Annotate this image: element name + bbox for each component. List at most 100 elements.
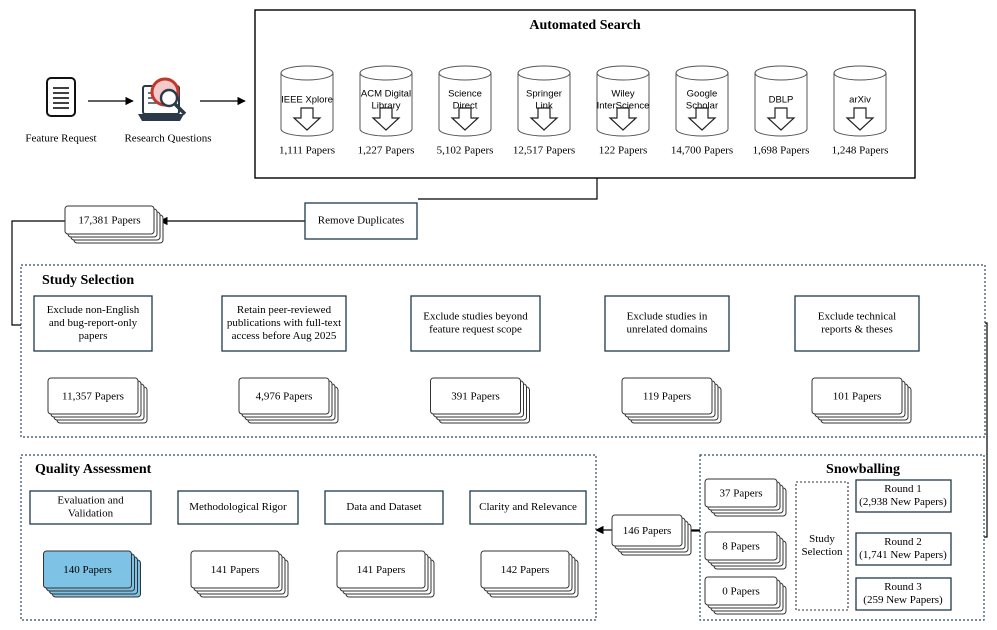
quality-step-label: Methodological Rigor	[189, 501, 287, 513]
paper-count-label: 4,976 Papers	[256, 391, 313, 403]
database-icon	[833, 65, 887, 81]
study-selection-step	[410, 295, 541, 352]
quality-step-box	[29, 490, 152, 525]
study-selection-step	[794, 295, 920, 352]
paper-sheet	[43, 550, 132, 589]
quality-assessment-title: Quality Assessment	[35, 462, 152, 477]
step-label: reports & theses	[821, 324, 892, 336]
quality-step-label: Data and Dataset	[346, 501, 421, 513]
database-icon	[754, 73, 808, 137]
source-paper-count: 1,248 Papers	[832, 145, 889, 157]
research-icon	[138, 114, 184, 121]
paper-sheet	[47, 377, 139, 415]
round-label: Round 1	[884, 483, 922, 495]
down-arrow-icon	[450, 107, 480, 131]
down-arrow-icon	[292, 107, 322, 131]
database-icon	[754, 65, 808, 81]
paper-stack	[811, 377, 912, 424]
remove-duplicates-box	[304, 202, 418, 240]
source-name: ACM Digital	[361, 89, 411, 100]
paper-stack	[704, 531, 787, 570]
down-arrow-icon	[845, 107, 875, 131]
paper-sheet	[430, 377, 521, 415]
round-label: (259 New Papers)	[863, 594, 943, 606]
paper-stack	[704, 576, 787, 615]
database-icon	[596, 73, 650, 137]
source-name: Link	[535, 101, 553, 112]
database-icon	[438, 65, 492, 81]
step-label: papers	[79, 330, 108, 342]
database-icon	[675, 65, 729, 81]
paper-stack	[480, 550, 579, 598]
source-paper-count: 12,517 Papers	[513, 145, 575, 157]
study-selection-vertical-box	[795, 481, 849, 611]
round-label: (1,741 New Papers)	[859, 549, 947, 561]
paper-count-label: 17,381 Papers	[78, 215, 140, 227]
study-selection-step	[33, 295, 153, 352]
step-label: and bug-report-only	[49, 317, 138, 329]
quality-step-label: Evaluation and	[57, 495, 124, 507]
paper-sheet	[704, 531, 778, 561]
paper-count-label: 101 Papers	[833, 391, 882, 403]
paper-stack	[190, 550, 289, 598]
database-icon	[280, 73, 334, 137]
paper-stack	[621, 377, 722, 424]
paper-count-label: 11,357 Papers	[62, 391, 124, 403]
database-icon	[280, 65, 334, 81]
snowballing-round-box	[855, 577, 952, 611]
step-label: feature request scope	[429, 324, 522, 336]
source-name: arXiv	[849, 95, 871, 106]
research-questions-label: Research Questions	[124, 133, 211, 145]
study-selection-step	[221, 295, 347, 352]
step-label: Exclude technical	[818, 311, 897, 323]
step-label: publications with full-text	[227, 317, 341, 329]
paper-count-label: 119 Papers	[643, 391, 691, 403]
quality-step-label: Clarity and Relevance	[479, 501, 577, 513]
paper-stack-146	[611, 514, 692, 556]
study-selection-step	[604, 295, 730, 352]
final-paper-stack	[43, 550, 141, 598]
down-arrow-icon	[766, 107, 796, 131]
step-label: Retain peer-reviewed	[237, 304, 332, 316]
automated-search-title: Automated Search	[529, 18, 641, 33]
source-name: Library	[371, 101, 400, 112]
step-label: unrelated domains	[627, 324, 708, 336]
source-name: Science	[448, 89, 482, 100]
paper-sheet	[611, 514, 683, 547]
paper-count-label: 0 Papers	[722, 586, 760, 598]
paper-stack	[47, 377, 148, 424]
paper-sheet	[336, 550, 426, 589]
source-name: DBLP	[769, 95, 794, 106]
paper-sheet	[64, 205, 155, 235]
document-icon	[46, 77, 76, 117]
database-icon	[596, 65, 650, 81]
snowballing-title: Snowballing	[826, 462, 900, 477]
source-paper-count: 1,227 Papers	[358, 145, 415, 157]
source-name: Wiley	[611, 89, 634, 100]
database-icon	[359, 73, 413, 137]
snowballing-round-box	[855, 532, 952, 566]
paper-stack	[238, 377, 339, 424]
feature-request-label: Feature Request	[25, 133, 96, 145]
study-selection-label: Study	[809, 533, 835, 545]
paper-count-label: 391 Papers	[451, 391, 500, 403]
source-name: Direct	[453, 101, 478, 112]
step-label: Exclude studies beyond	[423, 311, 528, 323]
paper-count-label: 8 Papers	[722, 541, 760, 553]
paper-stack	[704, 478, 787, 517]
round-label: Round 3	[884, 581, 922, 593]
source-name: Google	[687, 89, 718, 100]
study-selection-title: Study Selection	[42, 273, 134, 288]
arrow-search-to-dedup	[418, 178, 598, 200]
down-arrow-icon	[529, 107, 559, 131]
paper-sheet	[704, 478, 778, 508]
quality-step-box	[324, 490, 444, 525]
step-label: access before Aug 2025	[232, 330, 337, 342]
source-paper-count: 1,698 Papers	[753, 145, 810, 157]
quality-step-box	[177, 490, 299, 525]
snowballing-round-box	[855, 479, 952, 513]
paper-sheet	[811, 377, 903, 415]
paper-count-label: 140 Papers	[63, 564, 112, 576]
study-selection-label: Selection	[802, 546, 843, 558]
